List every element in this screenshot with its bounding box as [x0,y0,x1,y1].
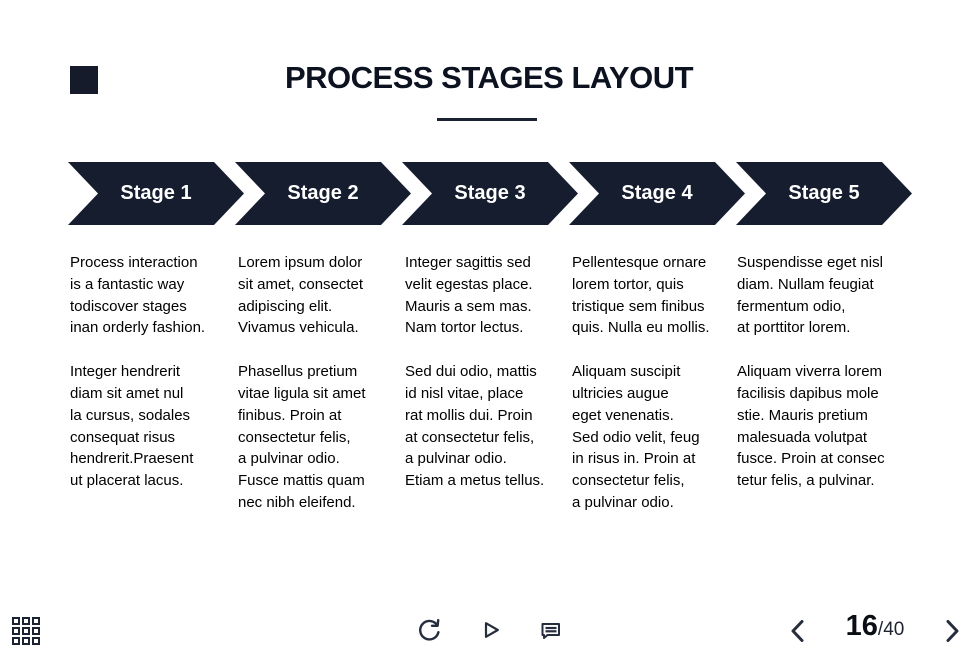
stage-arrow-label: Stage 2 [287,182,359,204]
stage-arrow-1: Stage 1 [68,162,244,225]
stage-arrow-3: Stage 3 [402,162,578,225]
stage-arrow-4: Stage 4 [569,162,745,225]
page-indicator: 16/40 [828,610,922,643]
chevron-left-icon[interactable] [788,618,808,644]
stage-paragraph: Aliquam viverra lorem facilisis dapibus … [737,363,885,490]
stage-arrow-label: Stage 1 [120,182,192,204]
stage-text-column-4: Pellentesque ornare lorem tortor, quis t… [572,252,736,514]
stage-arrow-5: Stage 5 [736,162,912,225]
stage-arrow-2: Stage 2 [235,162,411,225]
chevron-right-icon[interactable] [942,618,962,644]
stage-text-column-2: Lorem ipsum dolor sit amet, consectet ad… [238,252,402,514]
stage-paragraph: Process interaction is a fantastic way t… [70,254,206,337]
refresh-icon[interactable] [415,616,443,644]
page-title: PROCESS STAGES LAYOUT [284,60,694,95]
stage-paragraph: Integer sagittis sed velit egestas place… [405,254,533,337]
grid-menu-icon[interactable] [12,617,40,645]
stage-paragraph: Suspendisse eget nisl diam. Nullam feugi… [737,254,883,337]
stage-arrow-label: Stage 5 [788,182,860,204]
title-accent-square [70,66,98,94]
stage-text-column-5: Suspendisse eget nisl diam. Nullam feugi… [737,252,901,492]
stage-paragraph: Aliquam suscipit ultricies augue eget ve… [572,363,700,511]
stage-paragraph: Lorem ipsum dolor sit amet, consectet ad… [238,254,364,337]
stage-paragraph: Pellentesque ornare lorem tortor, quis t… [572,254,710,337]
stage-paragraph: Sed dui odio, mattis id nisl vitae, plac… [405,363,545,490]
stage-paragraph: Phasellus pretium vitae ligula sit amet … [238,363,366,511]
stage-arrow-label: Stage 3 [454,182,526,204]
stage-paragraph: Integer hendrerit diam sit amet nul la c… [70,363,194,490]
page-current: 16 [845,610,878,642]
comment-icon[interactable] [536,616,564,644]
page-total: /40 [877,619,905,640]
title-underline [437,118,537,121]
stage-text-column-1: Process interaction is a fantastic way t… [70,252,234,492]
stage-arrow-label: Stage 4 [621,182,693,204]
stage-text-column-3: Integer sagittis sed velit egestas place… [405,252,569,492]
play-icon[interactable] [476,616,504,644]
